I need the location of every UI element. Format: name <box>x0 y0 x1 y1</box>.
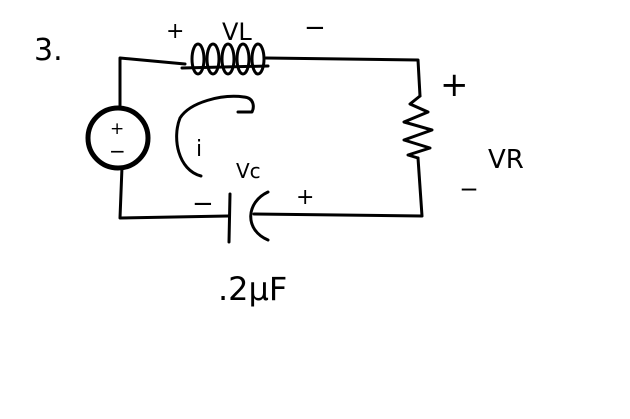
current-arrow <box>175 94 246 178</box>
wire-left-lower <box>118 165 230 220</box>
inductor-voltage-label: VL <box>222 18 252 46</box>
capacitor-minus-sign: − <box>192 189 214 219</box>
wire-right-lower <box>252 156 424 218</box>
current-label: i <box>196 137 202 162</box>
wire-left <box>118 56 187 110</box>
capacitor-plate-left <box>227 192 232 244</box>
current-arrow-tail <box>236 95 255 114</box>
inductor-plus-sign: + <box>166 19 184 44</box>
problem-number: 3. <box>34 33 63 68</box>
resistor-minus-sign: _ <box>461 158 477 191</box>
source-minus-sign: − <box>109 139 126 163</box>
capacitor-plus-sign: + <box>296 185 314 210</box>
resistor-voltage-label: VR <box>488 145 524 175</box>
resistor-plus-sign: + <box>440 65 469 105</box>
inductor-minus-sign: − <box>304 13 326 43</box>
capacitor-voltage-label: Vc <box>236 159 261 183</box>
capacitor-plate-right <box>249 190 270 242</box>
source-plus-sign: + <box>110 119 124 139</box>
inductor-coil <box>180 42 270 76</box>
voltage-source <box>85 105 151 171</box>
resistor-zigzag <box>402 94 434 160</box>
wire-top-right <box>264 56 422 98</box>
capacitor-value: .2μF <box>218 270 287 308</box>
